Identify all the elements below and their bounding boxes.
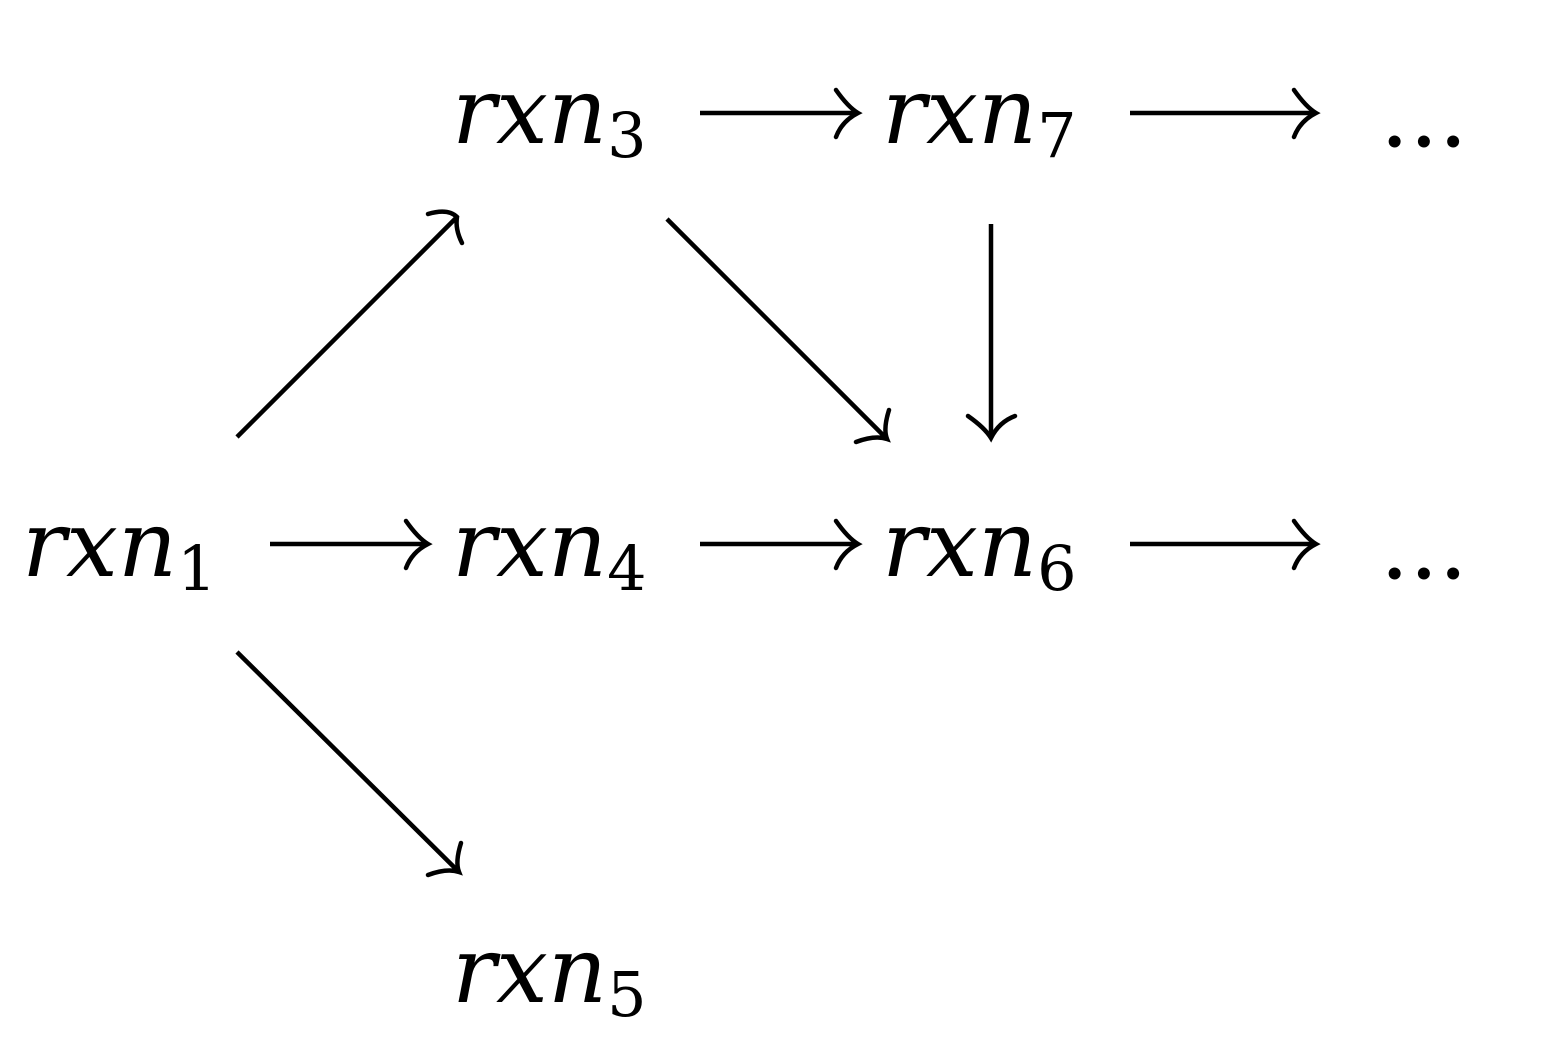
ellipsis-mid: ...: [1380, 493, 1468, 600]
edge-rxn3-rxn6-line: [665, 217, 889, 441]
node-rxn5: rxn5: [452, 917, 647, 1031]
arrowhead-icon: [965, 413, 1018, 443]
arrowhead-icon: [425, 840, 464, 878]
node-rxn1-sub: 1: [177, 532, 216, 605]
node-rxn3: rxn3: [452, 58, 647, 172]
edge-rxn1-rxn5-line: [235, 650, 461, 874]
arrowhead-icon: [833, 87, 863, 140]
edge-rxn1-rxn4: [270, 518, 433, 571]
edge-rxn7-rxn6: [965, 224, 1018, 443]
edge-rxn1-rxn5: [235, 650, 464, 878]
node-rxn1-base: rxn: [22, 491, 177, 598]
edge-rxn4-rxn6: [700, 518, 863, 571]
edge-rxn7-more: [1130, 87, 1321, 140]
edge-rxn1-rxn3: [235, 209, 465, 439]
node-rxn6-sub: 6: [1037, 532, 1076, 605]
node-rxn1: rxn1: [22, 491, 217, 605]
arrowhead-icon: [403, 518, 433, 571]
node-rxn3-base: rxn: [452, 58, 607, 165]
ellipsis-top: ...: [1380, 61, 1468, 168]
node-rxn4-sub: 4: [607, 532, 646, 605]
edge-rxn3-rxn6: [665, 217, 892, 445]
arrowhead-icon: [833, 518, 863, 571]
node-rxn5-base: rxn: [452, 917, 607, 1024]
arrowhead-icon: [1291, 518, 1321, 571]
edge-rxn1-rxn3-line: [235, 215, 459, 439]
arrowhead-icon: [1291, 87, 1321, 140]
edge-rxn6-more: [1130, 518, 1321, 571]
node-rxn6: rxn6: [882, 491, 1077, 605]
node-rxn7-base: rxn: [882, 58, 1037, 165]
node-rxn6-base: rxn: [882, 491, 1037, 598]
arrowhead-icon: [425, 209, 465, 246]
node-rxn4-base: rxn: [452, 491, 607, 598]
node-rxn5-sub: 5: [607, 958, 646, 1031]
arrowhead-icon: [853, 407, 892, 445]
node-rxn7: rxn7: [882, 58, 1077, 172]
node-rxn7-sub: 7: [1037, 99, 1076, 172]
edge-rxn3-rxn7: [700, 87, 863, 140]
node-rxn4: rxn4: [452, 491, 647, 605]
node-rxn3-sub: 3: [607, 99, 646, 172]
